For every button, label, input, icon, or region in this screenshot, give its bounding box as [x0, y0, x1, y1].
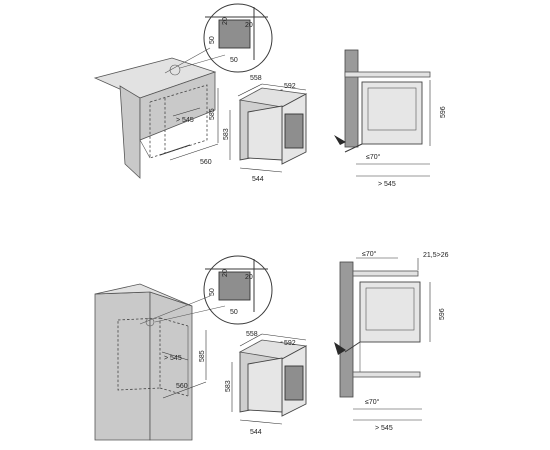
bottom-side-gap-label: 21,5>26 [423, 252, 449, 259]
bottom-oven-front-label: 544 [250, 429, 262, 436]
bottom-oven-drawing: 583 558 592 544 [225, 331, 308, 436]
top-niche-dimensions: 585 > 545 560 [169, 88, 219, 166]
bottom-side-angle-top-label: ≤70° [362, 250, 377, 258]
bottom-side-height-label: 596 [439, 308, 446, 320]
bottom-side-angle-label: ≤70° [365, 398, 380, 406]
top-oven-drawing: 583 558 592 544 [223, 75, 308, 183]
bottom-cutout-b-label: 20 [222, 269, 229, 277]
bottom-niche-depth-label: > 545 [164, 355, 182, 362]
top-side-section: 596 ≤70° > 545 [334, 49, 447, 188]
top-niche-drawing [93, 47, 226, 179]
bottom-side-section: ≤70° 21,5>26 596 ≤70° > 545 [334, 250, 449, 432]
top-cutout-b-label: 20 [222, 17, 229, 25]
bottom-niche-dimensions: 585 > 545 560 [161, 330, 207, 399]
bottom-niche-height-label: 585 [199, 350, 206, 362]
bottom-niche-drawing [94, 283, 226, 441]
top-oven-height-label: 583 [223, 128, 230, 140]
top-cutout-detail: 50 50 20 20 [203, 3, 273, 73]
top-side-angle-label: ≤70° [366, 153, 381, 161]
bottom-cutout-a-label: 20 [245, 274, 253, 281]
bottom-cutout-h-label: 50 [209, 288, 216, 296]
top-side-height-label: 596 [440, 106, 447, 118]
bottom-niche-width-label: 560 [176, 383, 188, 390]
top-niche-height-label: 585 [209, 108, 216, 120]
bottom-side-depth-label: > 545 [375, 425, 393, 432]
top-oven-depth-label: 558 [250, 75, 262, 82]
top-cutout-h-label: 50 [209, 36, 216, 44]
top-cutout-w-label: 50 [230, 57, 238, 64]
top-oven-front-label: 544 [252, 176, 264, 183]
top-side-depth-label: > 545 [378, 181, 396, 188]
top-niche-depth-label: > 545 [176, 117, 194, 124]
top-niche-width-label: 560 [200, 159, 212, 166]
bottom-oven-height-label: 583 [225, 380, 232, 392]
top-cutout-a-label: 20 [245, 22, 253, 29]
bottom-oven-width-label: 592 [284, 340, 296, 347]
bottom-oven-depth-label: 558 [246, 331, 258, 338]
bottom-cutout-w-label: 50 [230, 309, 238, 316]
top-oven-width-label: 592 [284, 83, 296, 90]
bottom-cutout-detail: 50 50 20 20 [203, 255, 273, 325]
